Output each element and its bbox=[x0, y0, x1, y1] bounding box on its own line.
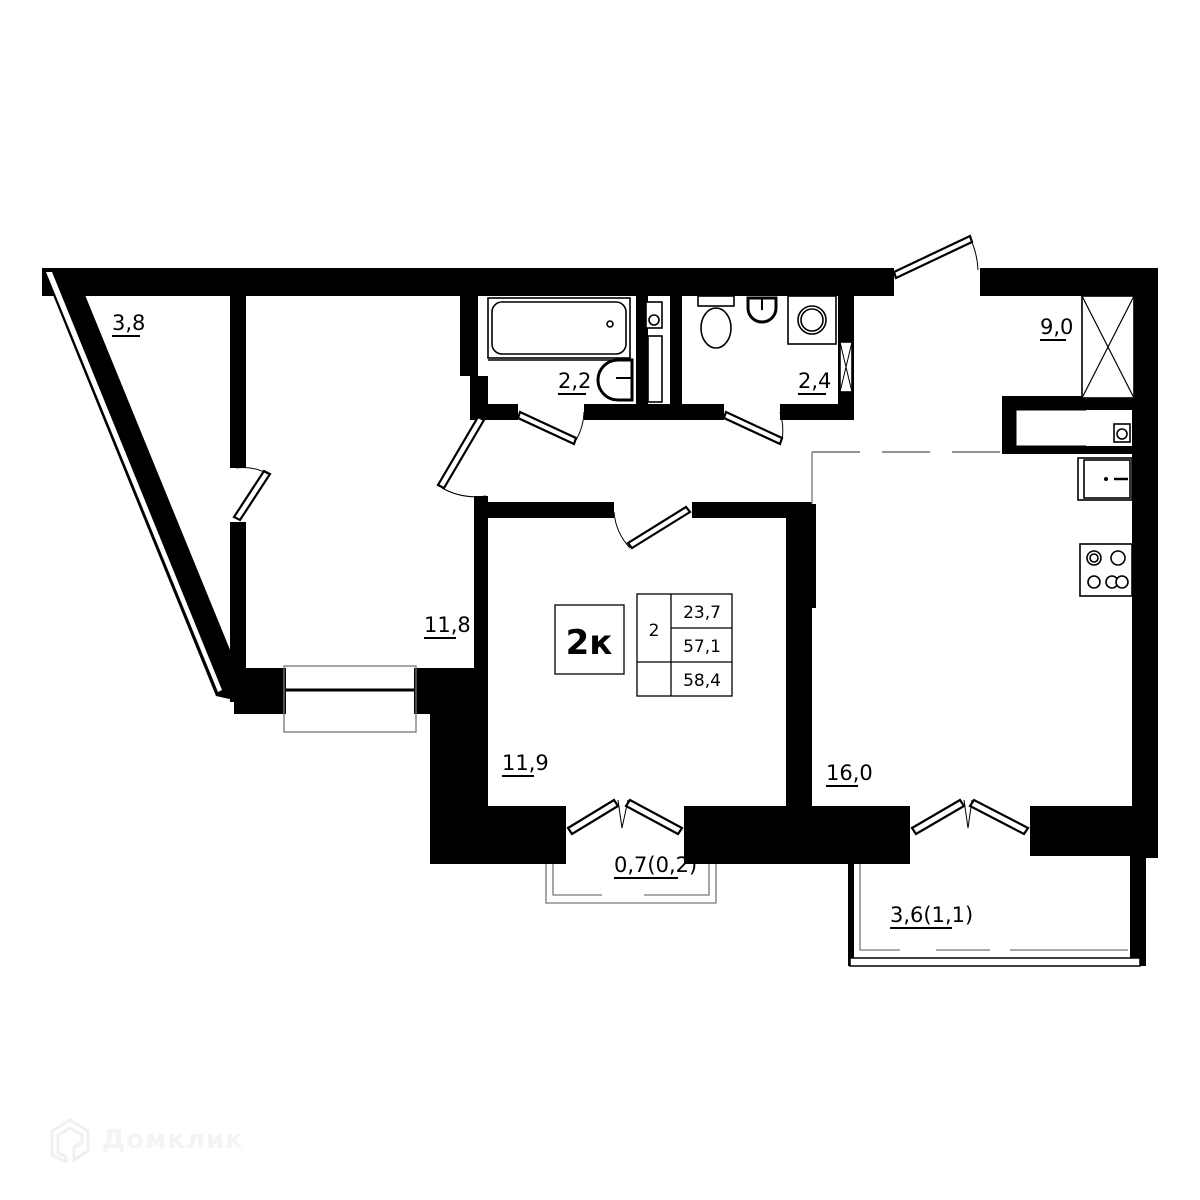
svg-text:3,6(1,1): 3,6(1,1) bbox=[890, 903, 973, 927]
apartment-type-badge: 2к bbox=[554, 604, 625, 675]
washing-machine-icon bbox=[787, 295, 837, 345]
house-logo-icon bbox=[50, 1118, 90, 1163]
sink-toilet-icon bbox=[746, 296, 778, 324]
door-storage[interactable] bbox=[232, 467, 272, 522]
door-balcony-small[interactable] bbox=[566, 798, 684, 836]
zone-divider bbox=[811, 451, 1002, 504]
door-toilet[interactable] bbox=[722, 410, 784, 446]
bathtub-icon bbox=[487, 297, 632, 361]
stove-icon bbox=[1079, 543, 1133, 597]
walls bbox=[42, 268, 1158, 864]
entrance-door[interactable] bbox=[892, 234, 979, 280]
svg-text:2,2: 2,2 bbox=[558, 369, 591, 393]
svg-text:2,4: 2,4 bbox=[798, 369, 831, 393]
loggia-outline bbox=[848, 856, 1146, 967]
door-loggia[interactable] bbox=[910, 798, 1030, 836]
watermark-logo: Домклик bbox=[48, 1117, 244, 1163]
washbasin-icon bbox=[596, 358, 634, 402]
window-bedroom-left bbox=[283, 665, 417, 733]
svg-text:3,8: 3,8 bbox=[112, 311, 145, 335]
room-label-kitchen-living: 16,0 bbox=[826, 761, 873, 787]
meter-icon bbox=[645, 301, 663, 403]
toilet-icon bbox=[697, 295, 735, 349]
kitchen-sink-icon bbox=[1077, 457, 1133, 501]
room-label-toilet: 2,4 bbox=[798, 369, 831, 395]
room-label-bedroom-middle: 11,9 bbox=[502, 751, 549, 777]
room-label-loggia: 3,6(1,1) bbox=[890, 903, 973, 929]
room-label-balcony-small: 0,7(0,2) bbox=[614, 853, 697, 879]
rooms-count: 2 bbox=[649, 621, 660, 641]
room-label-hallway: 9,0 bbox=[1040, 315, 1073, 341]
svg-text:16,0: 16,0 bbox=[826, 761, 873, 785]
total-area: 57,1 bbox=[683, 637, 721, 657]
svg-text:9,0: 9,0 bbox=[1040, 315, 1073, 339]
svg-text:11,8: 11,8 bbox=[424, 613, 471, 637]
room-label-bedroom-left: 11,8 bbox=[424, 613, 471, 639]
balcony-small-outline bbox=[545, 864, 717, 904]
svg-text:2к: 2к bbox=[566, 623, 613, 663]
svg-text:11,9: 11,9 bbox=[502, 751, 549, 775]
room-label-storage: 3,8 bbox=[112, 311, 145, 337]
svg-text:0,7(0,2): 0,7(0,2) bbox=[614, 853, 697, 877]
total-area-with-balconies: 58,4 bbox=[683, 671, 721, 691]
ventilation-shaft-kitchen-icon bbox=[1081, 295, 1135, 399]
door-bedroom-middle[interactable] bbox=[613, 505, 692, 550]
living-area: 23,7 bbox=[683, 603, 721, 623]
room-label-bathroom: 2,2 bbox=[558, 369, 591, 395]
watermark-brand: Домклик bbox=[102, 1125, 244, 1155]
kitchen-counter-icon bbox=[1015, 409, 1132, 447]
ventilation-shaft-icon bbox=[839, 341, 853, 393]
door-bedroom-left[interactable] bbox=[436, 415, 487, 498]
area-summary-table: 2 23,7 57,1 58,4 bbox=[636, 593, 733, 697]
door-bathroom[interactable] bbox=[516, 410, 585, 446]
